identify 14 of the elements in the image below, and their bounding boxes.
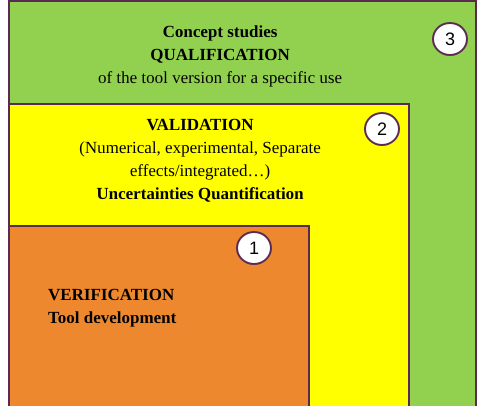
panel-heading: VALIDATION xyxy=(145,114,255,136)
nested-panel xyxy=(8,103,410,406)
number-circle: 3 xyxy=(432,22,468,56)
nested-panel xyxy=(8,0,477,406)
number-circle: 1 xyxy=(236,231,272,265)
panel-heading: Tool development xyxy=(48,307,178,329)
nested-panel xyxy=(8,225,310,406)
panel-heading: Concept studies xyxy=(162,21,278,43)
panel-heading: Uncertainties Quantification xyxy=(95,183,305,205)
panel-text: of the tool version for a specific use xyxy=(96,67,344,89)
panel-heading: QUALIFICATION xyxy=(149,44,291,66)
number-circle: 2 xyxy=(364,112,400,146)
panel-heading: VERIFICATION xyxy=(48,284,176,306)
panel-text: (Numerical, experimental, Separate effects/integrated…) xyxy=(78,137,322,182)
